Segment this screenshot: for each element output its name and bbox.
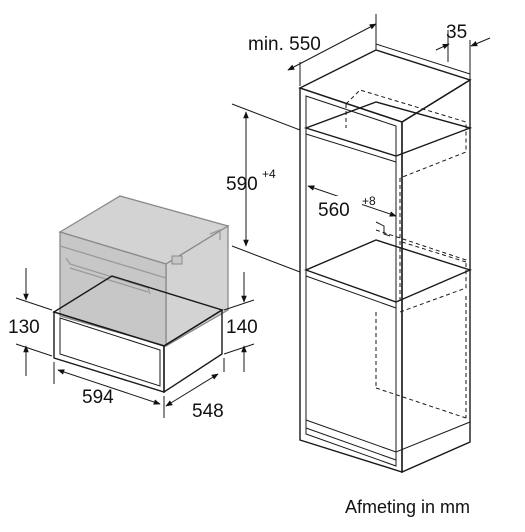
min-width-label: min. 550 [248,34,321,55]
drawer-front-height-label: 130 [8,317,40,338]
units-caption: Afmeting in mm [345,497,470,517]
dim-cabinet-width: min. 550 [248,14,377,86]
niche-height-label: 590 [226,174,258,195]
niche-width-label: 560 [318,200,350,221]
oven-unit [58,195,230,348]
drawer-width-label: 594 [82,387,114,408]
dim-drawer-side-height: 140 [223,272,258,372]
rear-gap-label: 35 [446,22,467,43]
niche-height-tolerance: +4 [262,167,276,181]
dim-drawer-front-height: 130 [8,268,53,376]
tall-cabinet [298,43,473,474]
dim-rear-gap: 35 [435,22,491,74]
dim-niche-height: 590 +4 [226,103,301,273]
drawer-depth-label: 548 [192,401,224,422]
dim-niche-width: 560 +8 [307,185,397,221]
dim-drawer-width: 594 [53,362,165,418]
niche-width-tolerance: +8 [362,194,376,208]
dim-drawer-depth: 548 [165,358,225,422]
drawer-side-height-label: 140 [226,317,258,338]
